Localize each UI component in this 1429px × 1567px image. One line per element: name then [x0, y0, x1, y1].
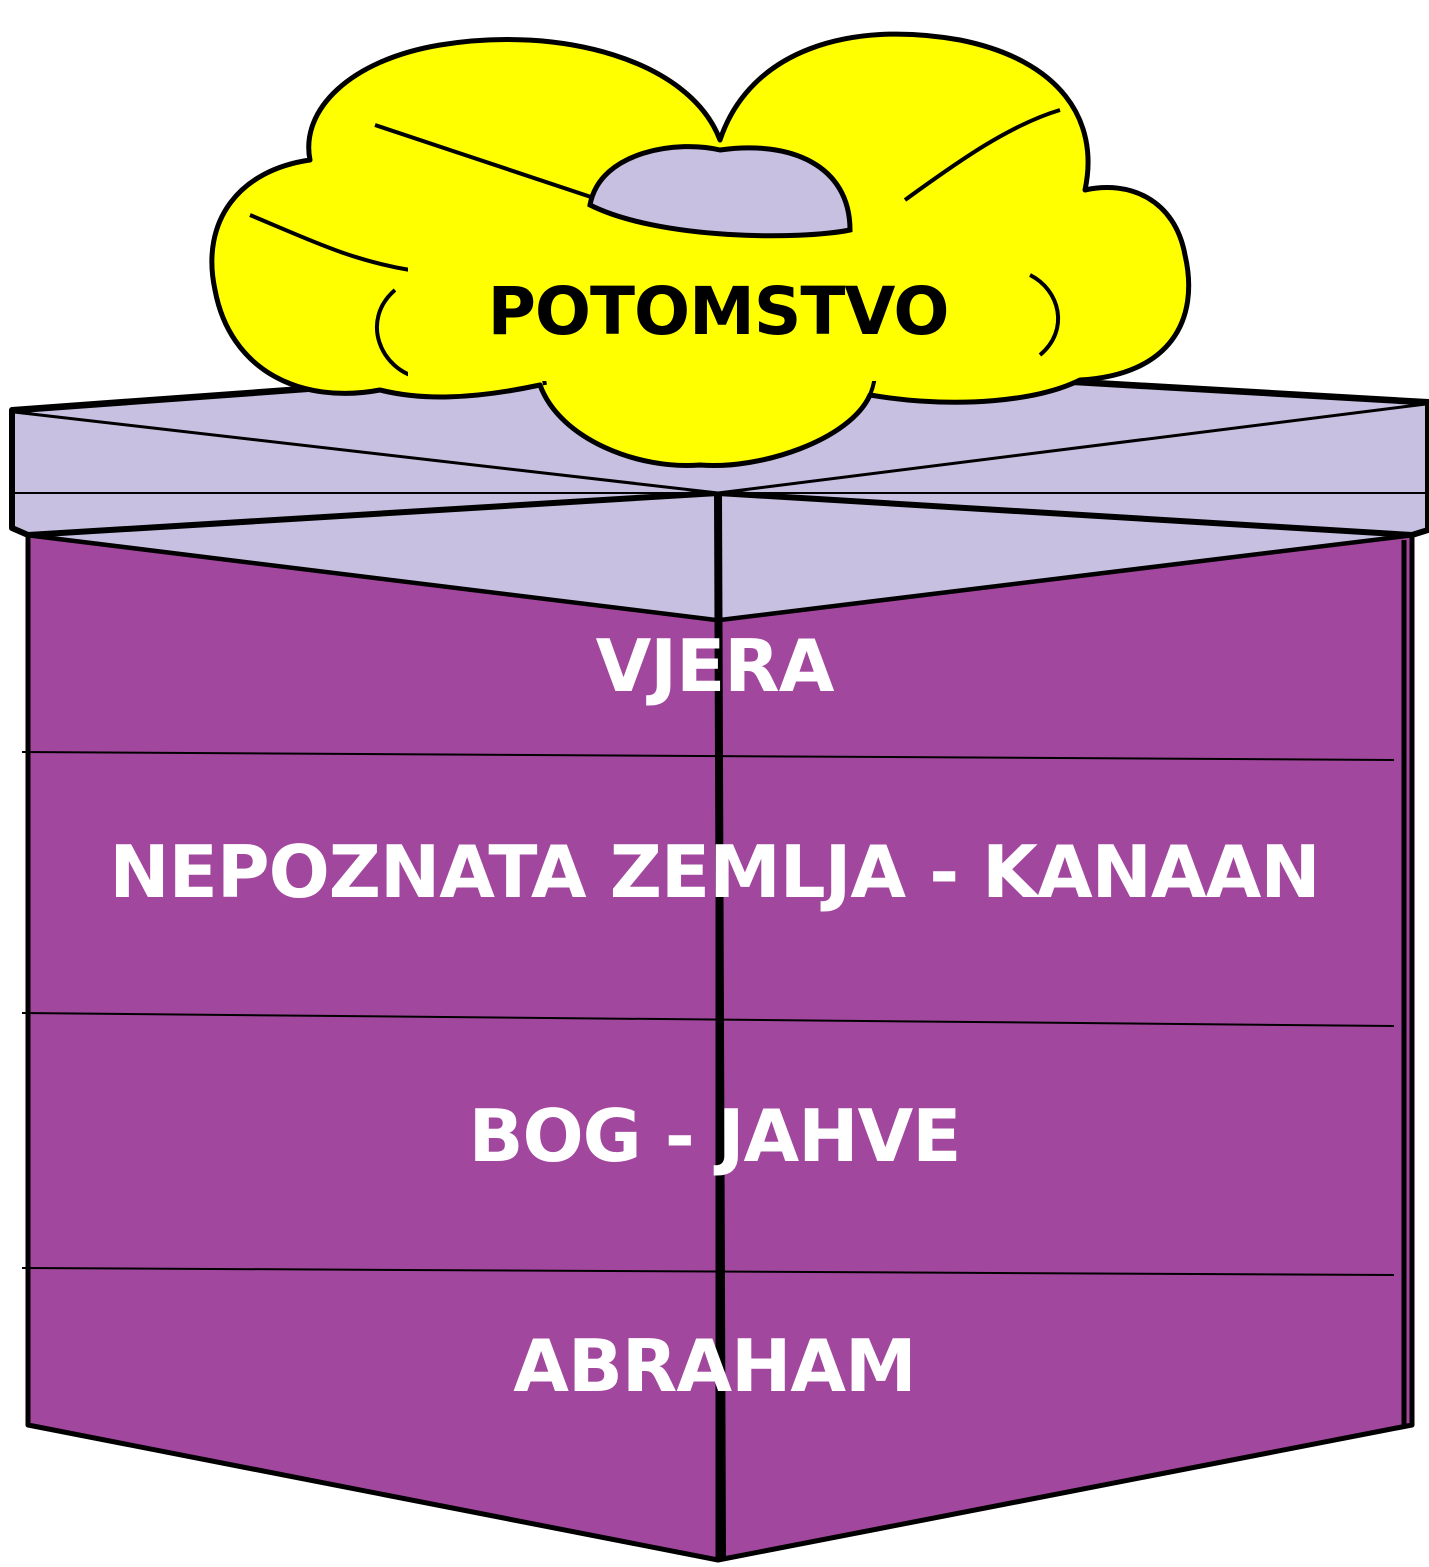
bow-label: POTOMSTVO: [487, 273, 950, 350]
bow-label-background: [408, 243, 1028, 381]
row-label-4: ABRAHAM: [513, 1324, 916, 1408]
row-divider: [21, 1012, 1395, 1027]
ribbon-line: [714, 492, 726, 1561]
row-label-2: NEPOZNATA ZEMLJA - KANAAN: [109, 830, 1320, 914]
row-divider: [21, 1267, 1395, 1276]
row-label-1: VJERA: [595, 624, 835, 708]
row-divider: [21, 751, 1395, 761]
bow-knot: [587, 144, 853, 239]
row-label-3: BOG - JAHVE: [468, 1094, 962, 1178]
